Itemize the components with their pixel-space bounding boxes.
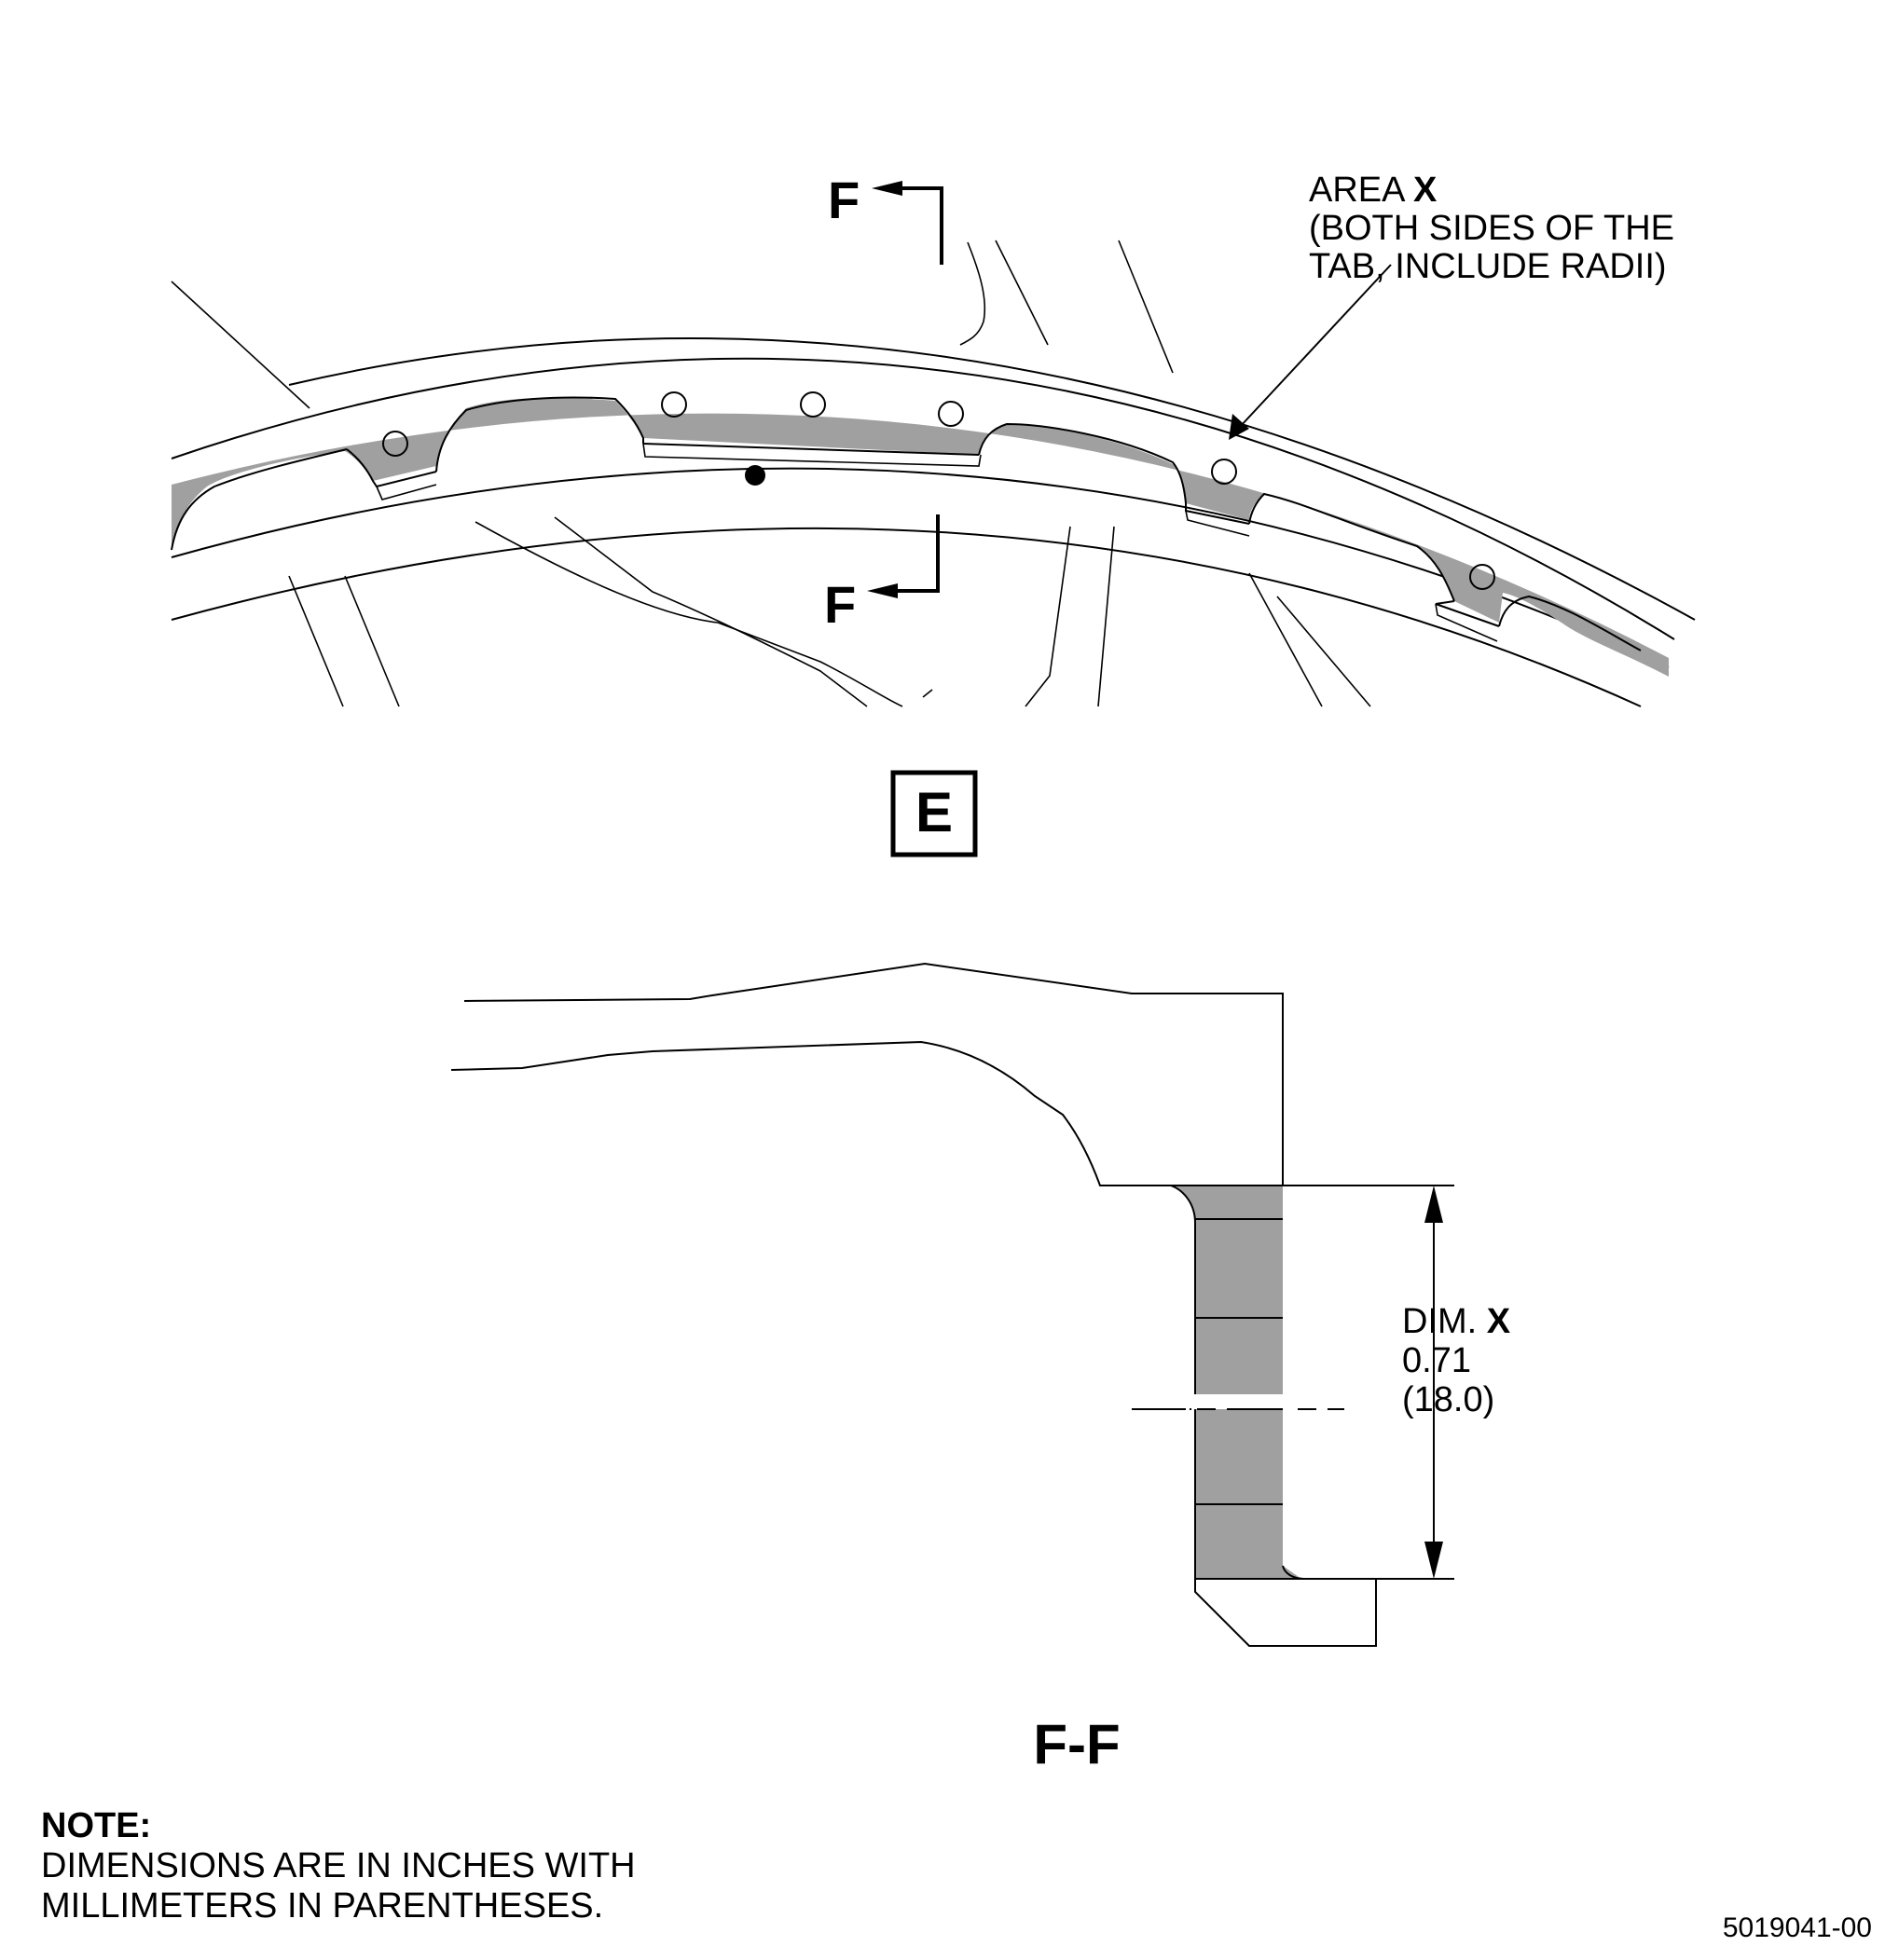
figure-id: 5019041-00 — [1722, 1912, 1872, 1943]
section-profile-lower — [450, 1040, 1171, 1186]
note-block: NOTE: DIMENSIONS ARE IN INCHES WITH MILL… — [41, 1806, 636, 1926]
dim-arrowhead-top — [1424, 1186, 1443, 1223]
note-line-1: DIMENSIONS ARE IN INCHES WITH — [41, 1846, 636, 1885]
tab-shaded-region — [1171, 1186, 1301, 1579]
section-cut-marker-bottom: F — [824, 514, 940, 634]
section-marker-letter-top: F — [828, 171, 860, 229]
view-e: F F AREA X (BOTH SIDES OF THE TAB, INCLU… — [171, 171, 1696, 857]
dim-arrowhead-bottom — [1424, 1542, 1443, 1579]
dim-x-inches: 0.71 — [1402, 1341, 1471, 1380]
bolt-hole — [938, 401, 964, 427]
area-x-shading — [172, 397, 1669, 677]
bolt-hole — [1211, 459, 1237, 485]
section-cut-marker-top: F — [828, 171, 943, 265]
bolt-hole — [661, 391, 687, 418]
area-x-label-line2: (BOTH SIDES OF THE — [1309, 209, 1674, 248]
tab-outline-left — [1170, 1185, 1377, 1647]
center-line — [1132, 1394, 1344, 1410]
area-x-label-line3: TAB, INCLUDE RADII) — [1309, 247, 1667, 286]
detail-label-box: E — [890, 770, 978, 857]
bolt-hole — [1469, 564, 1495, 590]
detail-label-e: E — [915, 781, 953, 843]
dim-x-label: DIM. X — [1402, 1302, 1511, 1341]
dim-x-millimeters: (18.0) — [1402, 1380, 1494, 1419]
section-profile-outline — [463, 962, 1284, 1186]
tab-pockets — [171, 396, 1642, 651]
bolt-holes — [382, 391, 1495, 590]
reference-dot — [745, 465, 765, 486]
background-structure-lines — [171, 240, 1371, 707]
area-x-label-line1: AREA X — [1309, 171, 1438, 210]
leader-arrowhead — [1229, 414, 1249, 440]
bolt-hole — [800, 391, 826, 418]
section-marker-letter-bottom: F — [824, 575, 856, 634]
ring-arcs — [171, 336, 1696, 707]
dimension-x: DIM. X 0.71 (18.0) — [1283, 1185, 1511, 1580]
note-line-2: MILLIMETERS IN PARENTHESES. — [41, 1886, 604, 1926]
bolt-hole — [382, 431, 408, 457]
area-x-callout: AREA X (BOTH SIDES OF THE TAB, INCLUDE R… — [1229, 171, 1674, 440]
note-title: NOTE: — [41, 1806, 152, 1845]
section-ff: DIM. X 0.71 (18.0) F-F — [450, 962, 1511, 1775]
section-title: F-F — [1033, 1713, 1120, 1775]
